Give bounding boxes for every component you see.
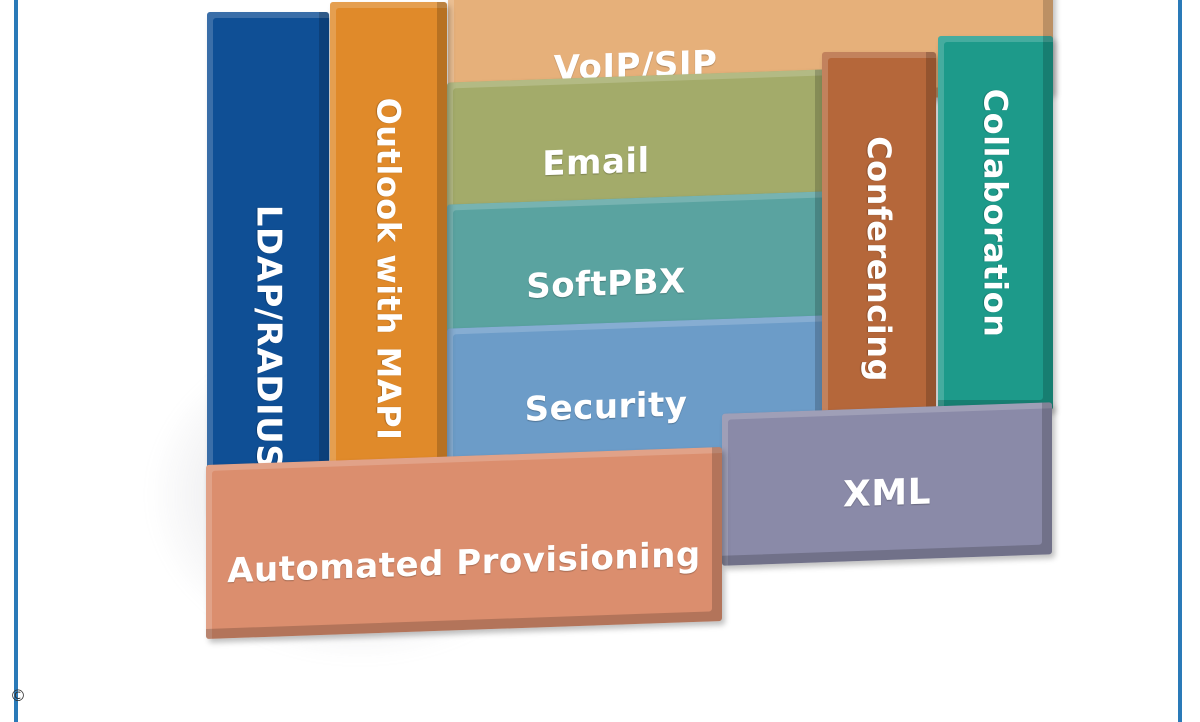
- block-email-label: Email: [542, 140, 650, 185]
- block-automated-provisioning: Automated Provisioning: [206, 446, 722, 640]
- block-xml: XML: [722, 402, 1052, 566]
- block-outlook-mapi-label: Outlook with MAPI: [369, 97, 408, 441]
- block-xml-label: XML: [842, 470, 932, 516]
- copyright-mark: ©: [10, 686, 26, 705]
- block-automated-provisioning-label: Automated Provisioning: [227, 534, 701, 592]
- block-security-label: Security: [524, 384, 688, 430]
- block-ldap-radius: LDAP/RADIUS: [207, 12, 329, 512]
- block-ldap-radius-label: LDAP/RADIUS: [248, 204, 289, 470]
- block-softpbx-label: SoftPBX: [526, 261, 686, 307]
- block-conferencing-label: Conferencing: [860, 136, 899, 382]
- block-outlook-mapi: Outlook with MAPI: [330, 2, 447, 496]
- diagram-frame: [14, 0, 1182, 722]
- block-conferencing: Conferencing: [822, 52, 936, 426]
- block-collaboration: Collaboration: [938, 36, 1053, 410]
- block-collaboration-label: Collaboration: [976, 88, 1015, 338]
